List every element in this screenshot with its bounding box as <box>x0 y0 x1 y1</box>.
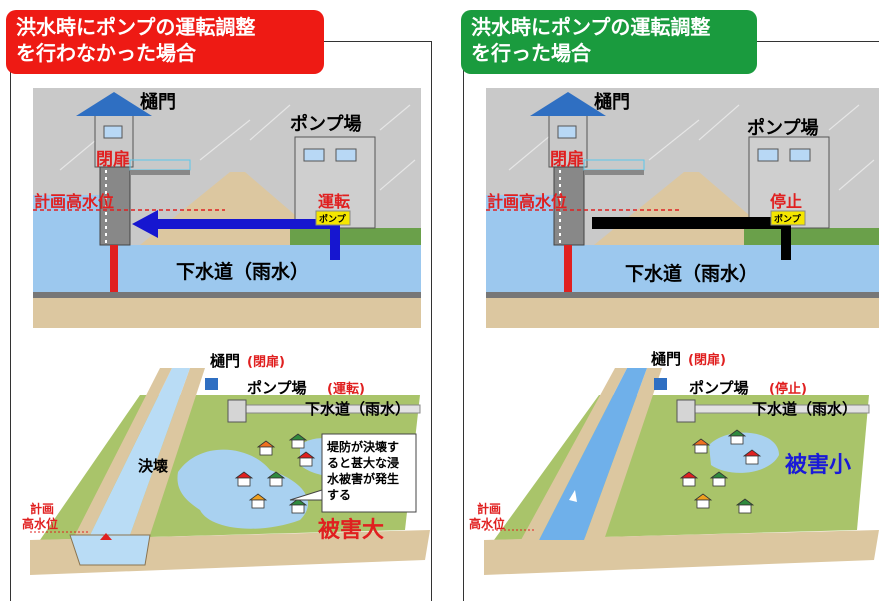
right-birdseye <box>484 368 879 575</box>
label-planned-high-water: 計画高水位 <box>34 192 114 211</box>
right-illustration: 樋門 閉扉 ポンプ場 計画高水位 停止 ポンプ 下水道（雨水） <box>469 88 879 575</box>
r-label-planned-high-water: 計画高水位 <box>487 192 567 211</box>
callout-line-3: 水被害が発生 <box>327 471 399 486</box>
label-pump-station: ポンプ場 <box>290 113 361 135</box>
r-label-sewer: 下水道（雨水） <box>625 262 758 285</box>
r-birdseye-gate-closed: (閉扉) <box>688 352 726 368</box>
r-birdseye-gate: 樋門 <box>651 350 681 368</box>
label-pump-status: 運転 <box>318 192 350 211</box>
callout-line-2: ると甚大な浸 <box>327 455 399 470</box>
r-birdseye-pump-status: (停止) <box>769 381 807 397</box>
r-birdseye-pump-station: ポンプ場 <box>689 379 749 397</box>
r-label-pump-tag: ポンプ <box>774 213 802 225</box>
r-label-closed: 閉扉 <box>550 149 584 170</box>
r-birdseye-planned-1: 計画 <box>477 501 501 516</box>
label-closed: 閉扉 <box>96 149 130 170</box>
right-header-line1: 洪水時にポンプの運転調整 <box>471 15 711 39</box>
left-header: 洪水時にポンプの運転調整 を行わなかった場合 <box>6 10 324 74</box>
birdseye-pump-status: (運転) <box>327 381 365 397</box>
damage-large: 被害大 <box>318 517 384 543</box>
right-header: 洪水時にポンプの運転調整 を行った場合 <box>461 10 757 74</box>
left-header-line1: 洪水時にポンプの運転調整 <box>16 15 256 39</box>
birdseye-planned-1: 計画 <box>30 501 54 516</box>
callout-line-1: 堤防が決壊す <box>327 439 399 454</box>
right-header-line2: を行った場合 <box>471 41 591 65</box>
label-pump-tag: ポンプ <box>319 213 347 225</box>
left-illustration: 樋門 閉扉 ポンプ場 計画高水位 運転 ポンプ 下水道（雨水） <box>22 88 430 575</box>
birdseye-gate: 樋門 <box>210 352 240 370</box>
r-birdseye-planned-2: 高水位 <box>469 516 505 531</box>
left-panel: 樋門 閉扉 ポンプ場 計画高水位 運転 ポンプ 下水道（雨水） <box>0 0 432 601</box>
r-label-pump-station: ポンプ場 <box>747 117 818 139</box>
left-birdseye <box>30 368 430 575</box>
left-header-line2: を行わなかった場合 <box>16 41 196 65</box>
left-cross-section <box>33 88 421 328</box>
birdseye-gate-closed: (閉扉) <box>247 354 285 370</box>
callout-line-4: する <box>327 488 351 502</box>
label-gate: 樋門 <box>140 91 176 113</box>
r-label-pump-status: 停止 <box>770 192 802 211</box>
birdseye-pump-station: ポンプ場 <box>247 379 307 397</box>
damage-small: 被害小 <box>785 452 851 478</box>
r-birdseye-sewer: 下水道（雨水） <box>752 400 857 418</box>
birdseye-breach: 決壊 <box>138 457 168 475</box>
right-cross-section <box>486 88 879 328</box>
r-label-gate: 樋門 <box>594 91 630 113</box>
birdseye-planned-2: 高水位 <box>22 516 58 531</box>
right-panel: 樋門 閉扉 ポンプ場 計画高水位 停止 ポンプ 下水道（雨水） <box>459 0 879 601</box>
label-sewer: 下水道（雨水） <box>176 260 309 283</box>
birdseye-sewer: 下水道（雨水） <box>305 400 410 418</box>
